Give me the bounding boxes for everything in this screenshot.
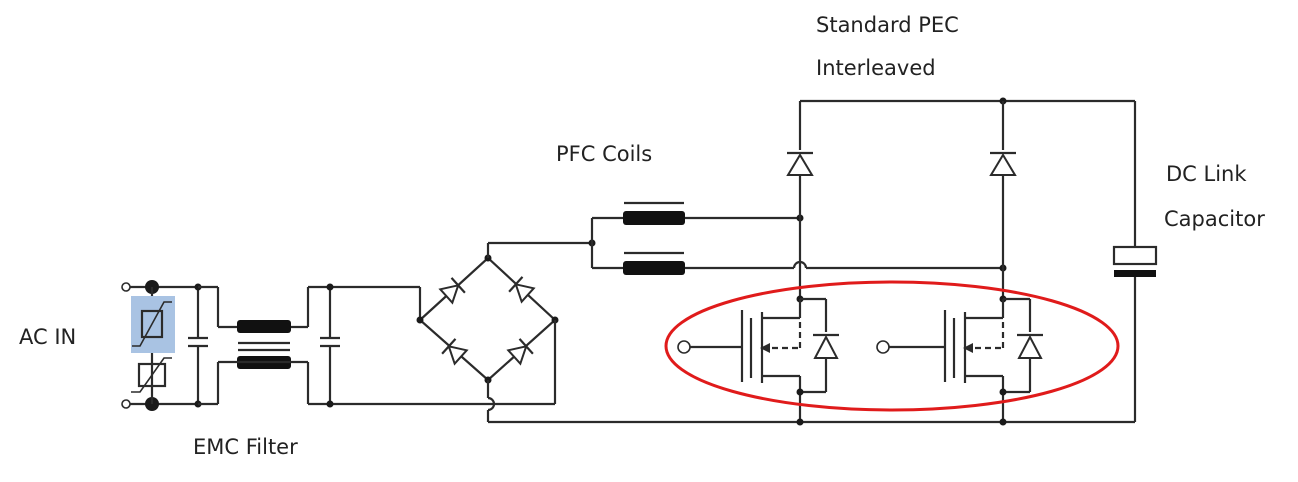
dc-link-label: DC Link [1166, 162, 1247, 186]
varistor [131, 296, 175, 353]
capacitor-label: Capacitor [1164, 207, 1265, 231]
interleaved-label: Interleaved [816, 56, 936, 80]
thermistor [131, 357, 172, 393]
mosfet-1 [677, 295, 839, 426]
ac-in-label: AC IN [19, 325, 77, 349]
emc-filter-label: EMC Filter [193, 435, 298, 459]
bridge-diode-1 [438, 277, 466, 305]
bridge-rectifier [416, 241, 592, 422]
emc-filter [188, 283, 480, 408]
mosfet-2 [876, 295, 1043, 426]
pfc-coils [588, 201, 1007, 275]
bridge-diode-4 [506, 338, 534, 366]
boost-stage [786, 97, 1135, 299]
dc-link-capacitor [1112, 101, 1158, 422]
bridge-diode-3 [441, 338, 469, 366]
pfc-coils-label: PFC Coils [556, 142, 653, 166]
highlight-ellipse [664, 280, 1120, 412]
bridge-diode-2 [508, 276, 536, 304]
standard-pfc-label: Standard PEC [816, 13, 959, 37]
